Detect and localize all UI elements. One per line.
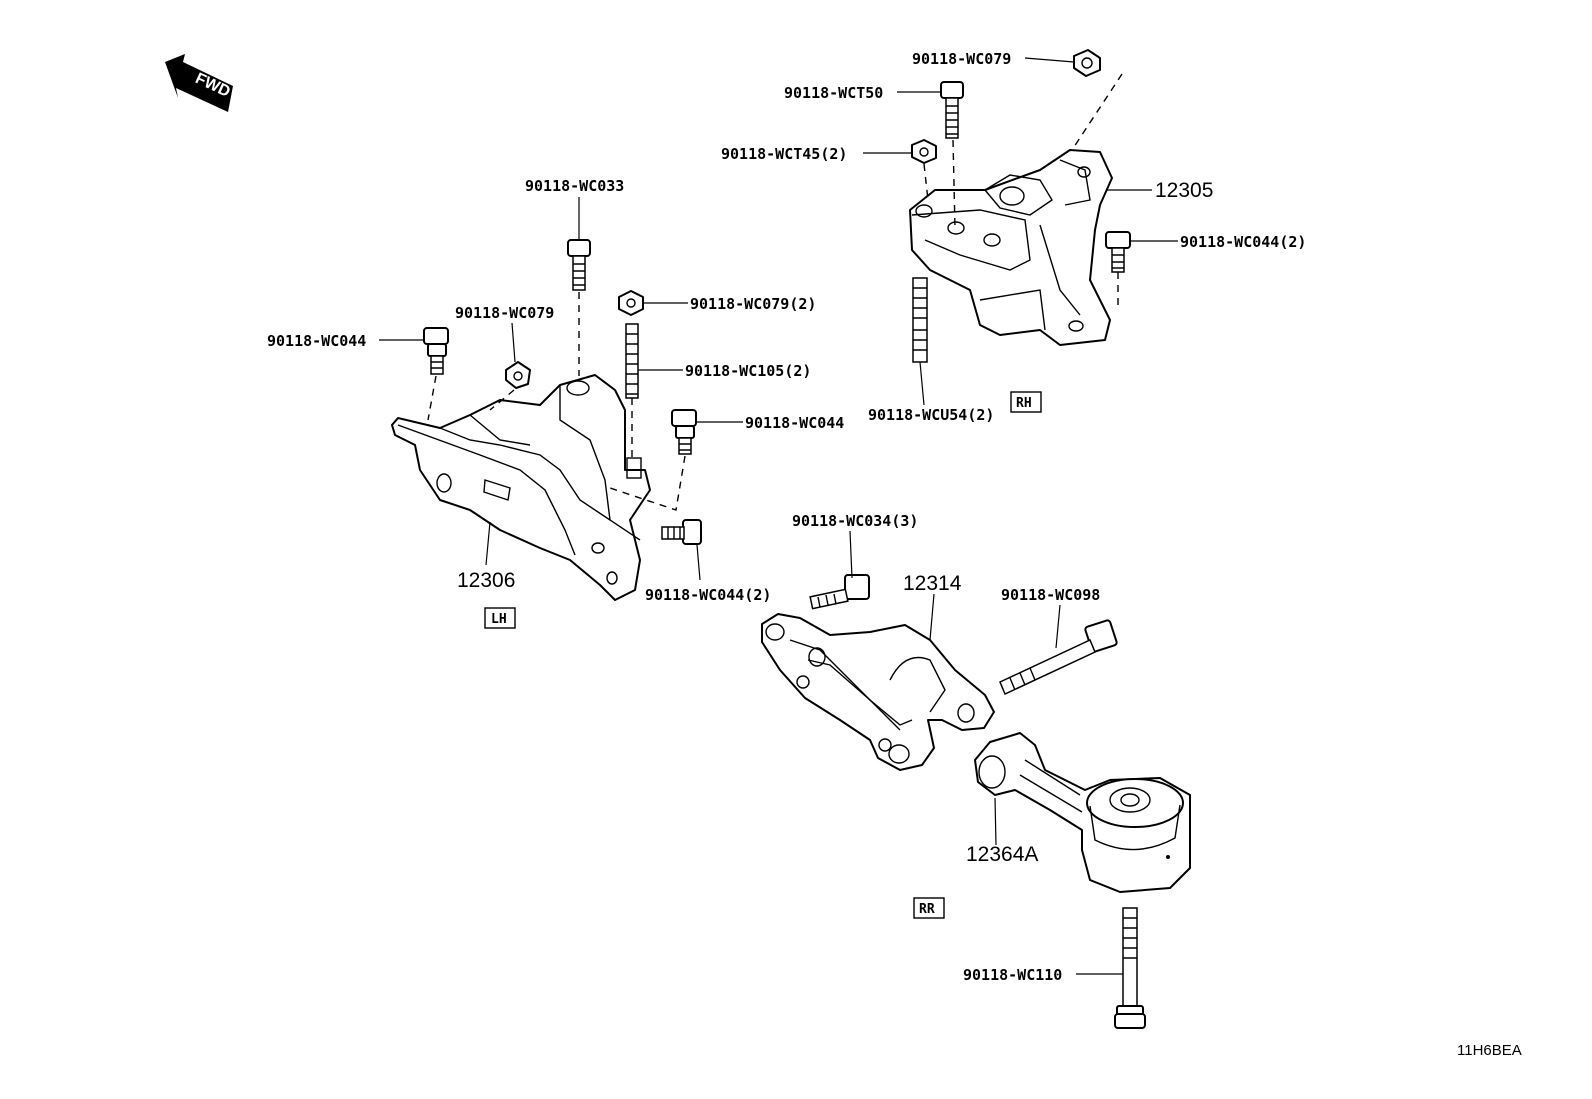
rh-bolt-wct50-icon	[940, 81, 964, 139]
bracket-bolt-wc098-icon	[999, 619, 1118, 696]
callout-90118-wc044-mid: 90118-WC044	[745, 414, 844, 432]
lh-bolt-wc044-left-icon	[423, 327, 449, 375]
callout-90118-wct45: 90118-WCT45(2)	[721, 145, 847, 163]
diagram-code: 11H6BEA	[1457, 1042, 1522, 1059]
rh-engine-mount	[909, 149, 1113, 346]
rh-nut-wc079-icon	[1073, 49, 1101, 77]
callout-90118-wc044-rh: 90118-WC044(2)	[1180, 233, 1306, 251]
part-number-12305: 12305	[1155, 179, 1213, 202]
part-number-12306: 12306	[457, 569, 515, 592]
fwd-arrow-icon: FWD	[165, 54, 233, 112]
lh-nut-wc079-2-icon	[618, 290, 644, 316]
callout-90118-wc079-rh: 90118-WC079	[912, 50, 1011, 68]
callout-90118-wc044-2: 90118-WC044(2)	[645, 586, 771, 604]
callout-90118-wcu54: 90118-WCU54(2)	[868, 406, 994, 424]
lh-bolt-wc033-icon	[567, 239, 591, 291]
bracket-bolt-wc034-icon	[809, 574, 870, 610]
callout-90118-wct50: 90118-WCT50	[784, 84, 883, 102]
lh-engine-mount	[391, 374, 651, 601]
callout-90118-wc044-lh: 90118-WC044	[267, 332, 366, 350]
torque-rod-bolt-wc110-icon	[1114, 907, 1146, 1029]
lh-bolt-wc044-mid-icon	[671, 409, 697, 455]
callout-90118-wc033: 90118-WC033	[525, 177, 624, 195]
callout-90118-wc098: 90118-WC098	[1001, 586, 1100, 604]
part-number-12364A: 12364A	[966, 843, 1038, 866]
lh-bolt-wc044-2-icon	[661, 519, 702, 545]
rear-torque-rod	[974, 732, 1191, 893]
callout-90118-wc034: 90118-WC034(3)	[792, 512, 918, 530]
rear-mount-bracket	[761, 613, 995, 771]
lh-stud-wc105-icon	[625, 323, 639, 399]
rh-stud-wcu54-icon	[912, 277, 928, 363]
tag-rh: RH	[1016, 396, 1032, 411]
callout-90118-wc110: 90118-WC110	[963, 966, 1062, 984]
callout-90118-wc105: 90118-WC105(2)	[685, 362, 811, 380]
tag-rr: RR	[919, 902, 935, 917]
callout-90118-wc079-2: 90118-WC079(2)	[690, 295, 816, 313]
lh-nut-wc079-icon	[505, 361, 531, 389]
rh-nut-wct45-icon	[911, 139, 937, 164]
part-number-12314: 12314	[903, 572, 962, 595]
tag-lh: LH	[491, 612, 507, 627]
callout-90118-wc079-lh: 90118-WC079	[455, 304, 554, 322]
rh-bolt-wc044-icon	[1105, 231, 1131, 273]
